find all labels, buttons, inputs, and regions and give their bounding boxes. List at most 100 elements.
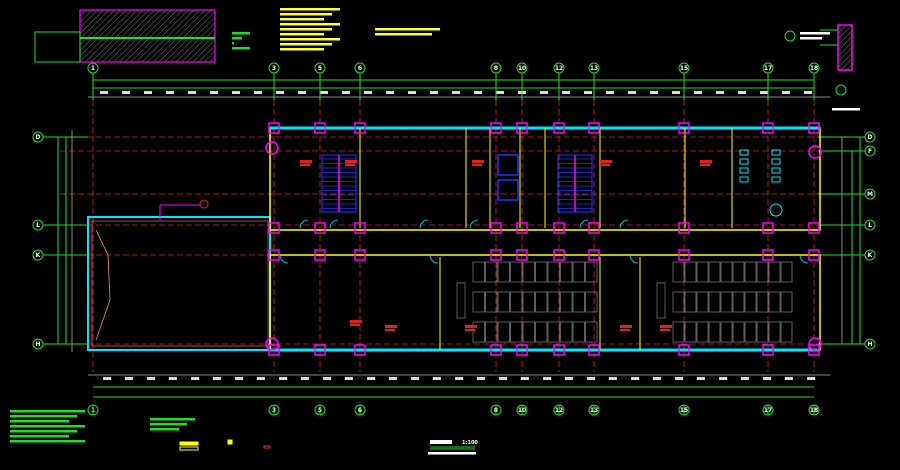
desk	[535, 321, 548, 343]
dimension-text	[760, 91, 768, 94]
dimension-text	[562, 91, 570, 94]
footnote-text	[10, 425, 85, 428]
dimension-text	[606, 91, 614, 94]
column	[268, 222, 280, 234]
annotation-text	[620, 329, 630, 331]
axis-label: 18	[810, 65, 818, 72]
axis-label: L	[868, 222, 872, 229]
desk	[485, 321, 498, 343]
column	[588, 249, 600, 261]
desk	[720, 321, 733, 343]
column	[354, 249, 366, 261]
desk	[560, 291, 573, 313]
dimension-text	[188, 91, 196, 94]
column	[553, 249, 565, 261]
dimension-text	[433, 377, 441, 380]
dimension-text	[232, 91, 240, 94]
dimension-text	[543, 377, 551, 380]
general-notes-text	[280, 18, 324, 21]
dimension-text	[386, 91, 394, 94]
column	[314, 249, 326, 261]
general-notes-text	[375, 28, 440, 31]
dimension-text	[738, 91, 746, 94]
annotation-text	[345, 160, 357, 163]
desk	[547, 321, 560, 343]
legend-text	[232, 32, 250, 35]
canopy-inner	[91, 220, 269, 347]
axis-bubble-right: F	[864, 145, 876, 157]
desk	[744, 321, 757, 343]
axis-label: K	[36, 252, 41, 259]
general-notes-text	[375, 33, 432, 36]
axis-bubble-top-1: 1	[87, 62, 99, 74]
general-notes-text	[280, 13, 332, 16]
desk	[472, 321, 485, 343]
column	[588, 122, 600, 134]
dimension-text	[389, 377, 397, 380]
axis-label: M	[867, 191, 873, 198]
desk	[684, 261, 697, 283]
column	[354, 222, 366, 234]
general-notes-text	[280, 43, 332, 46]
desk	[497, 321, 510, 343]
desk	[535, 291, 548, 313]
dimension-text	[584, 91, 592, 94]
column	[762, 122, 774, 134]
wall-section-detail	[837, 24, 853, 71]
general-notes-text	[280, 38, 340, 41]
toilet-fixture	[739, 167, 749, 174]
drawing-title	[430, 440, 452, 444]
column	[762, 222, 774, 234]
dimension-text	[631, 377, 639, 380]
axis-bubble-left: D	[32, 131, 44, 143]
dimension-text	[210, 91, 218, 94]
column	[516, 222, 528, 234]
dimension-text	[169, 377, 177, 380]
desk	[696, 261, 709, 283]
desk	[485, 261, 498, 283]
column	[588, 344, 600, 356]
column	[678, 122, 690, 134]
annotation-text	[700, 160, 712, 163]
axis-label: 13	[590, 65, 598, 72]
dimension-text	[565, 377, 573, 380]
detail-title-text	[832, 108, 860, 111]
axis-label: F	[868, 148, 872, 155]
axis-bubble-right: M	[864, 188, 876, 200]
dimension-text	[147, 377, 155, 380]
corner-column	[265, 141, 279, 155]
door-swing	[579, 219, 589, 229]
dimension-text	[323, 377, 331, 380]
door-swing	[429, 254, 439, 264]
desk	[572, 261, 585, 283]
dimension-text	[807, 377, 815, 380]
column	[762, 344, 774, 356]
dimension-text	[298, 91, 306, 94]
column	[516, 122, 528, 134]
column	[490, 344, 502, 356]
axis-bubble-left: L	[32, 219, 44, 231]
column	[553, 344, 565, 356]
annotation-text	[300, 160, 312, 163]
footnote-text	[10, 430, 77, 433]
desk	[768, 321, 781, 343]
footnote-text	[10, 415, 77, 418]
toilet-fixture	[771, 158, 781, 165]
column	[490, 249, 502, 261]
wash-basin	[769, 203, 783, 217]
dimension-text	[521, 377, 529, 380]
dimension-text	[587, 377, 595, 380]
axis-bubble-top-6: 6	[354, 62, 366, 74]
axis-bubble-top-3: 3	[268, 62, 280, 74]
dimension-text	[122, 91, 130, 94]
axis-label: 15	[680, 65, 688, 72]
toilet-fixture	[771, 149, 781, 156]
dimension-text	[276, 91, 284, 94]
dimension-text	[474, 91, 482, 94]
footnote-text	[10, 420, 69, 423]
dimension-text	[408, 91, 416, 94]
dimension-text	[763, 377, 771, 380]
dimension-text	[345, 377, 353, 380]
dimension-text	[609, 377, 617, 380]
column	[314, 344, 326, 356]
